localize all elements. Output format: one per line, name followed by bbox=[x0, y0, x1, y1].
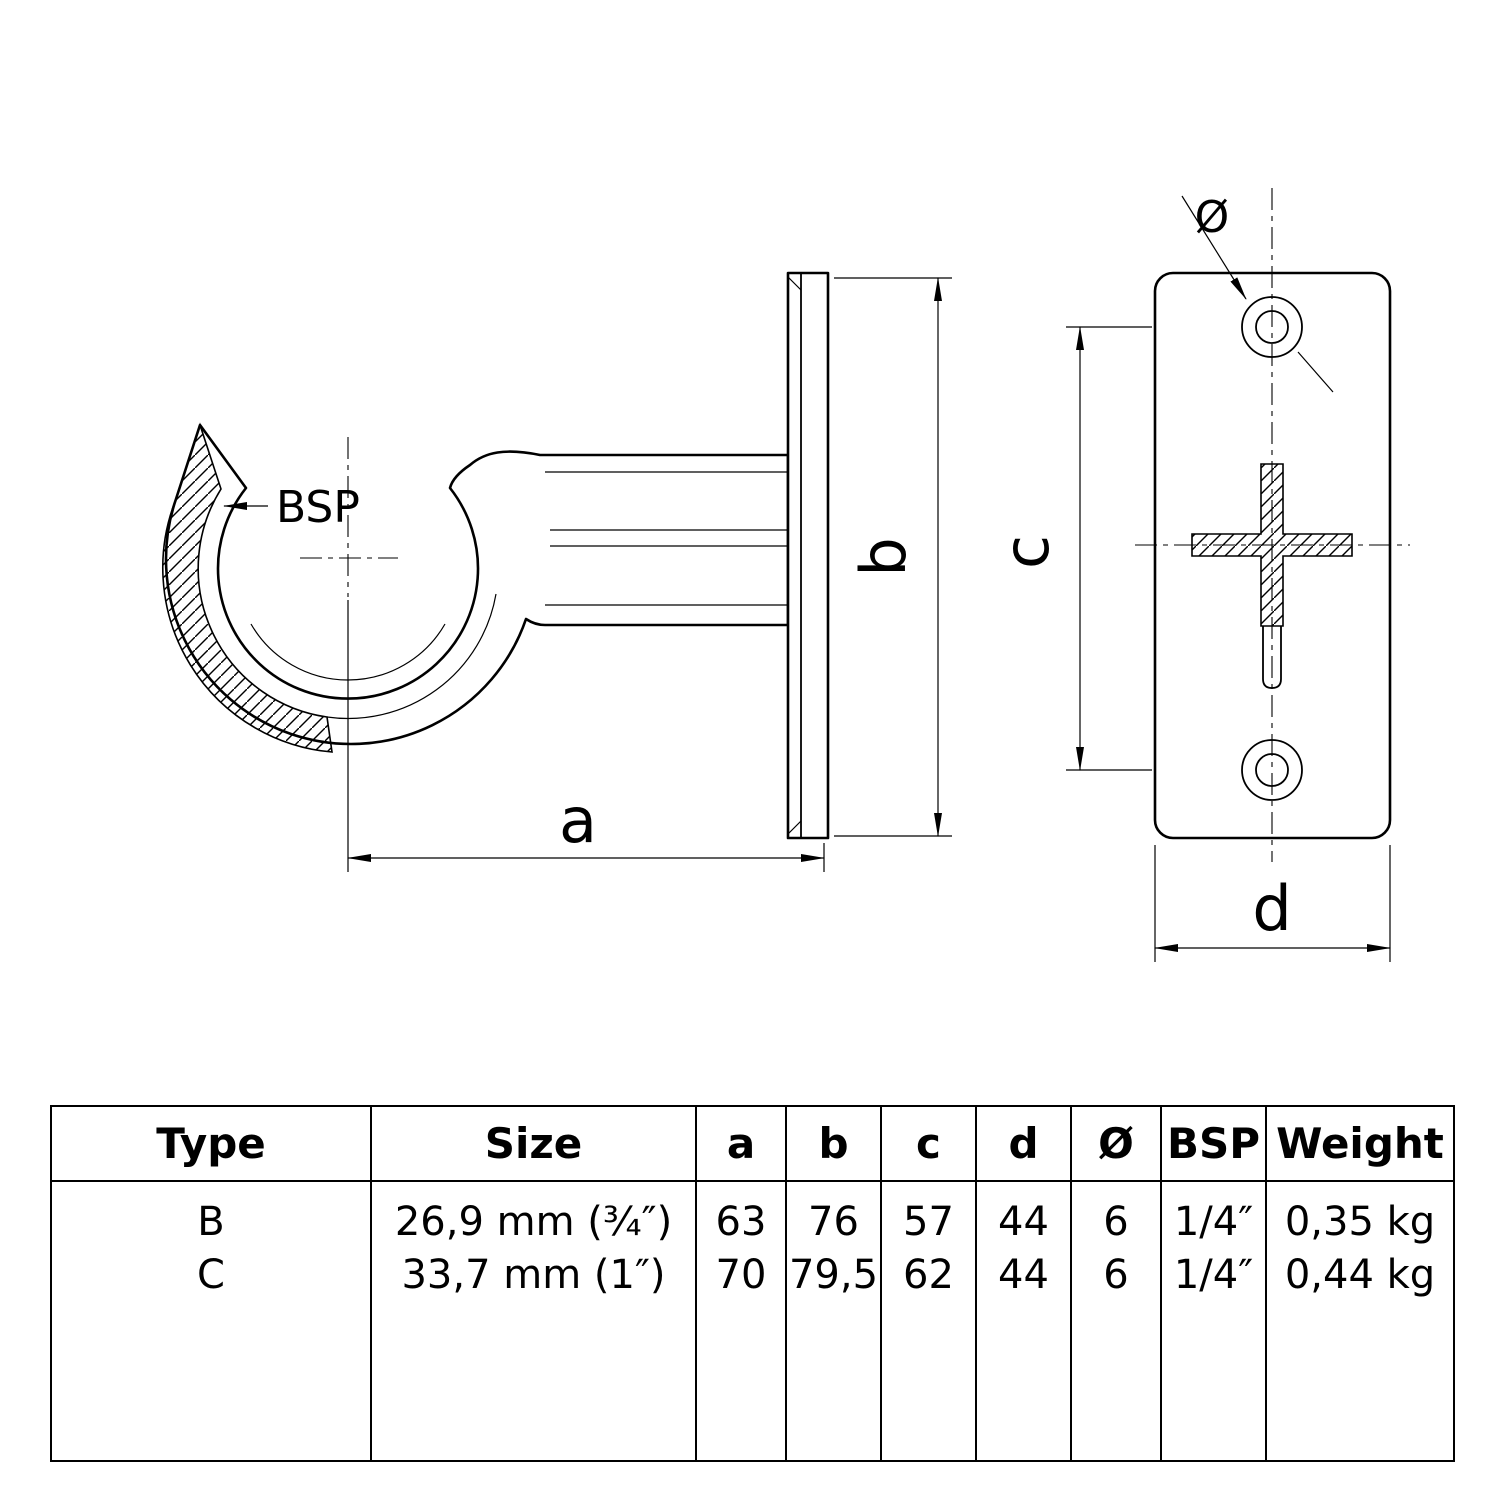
header-type: Type bbox=[52, 1107, 370, 1182]
cell-c-b: 57 bbox=[903, 1199, 954, 1245]
technical-drawing: BSP a b bbox=[162, 188, 1410, 962]
header-diameter: Ø bbox=[1072, 1107, 1160, 1182]
cell-c-c: 62 bbox=[903, 1252, 954, 1298]
cell-type-c: C bbox=[197, 1252, 225, 1298]
drawing-canvas: BSP a b bbox=[162, 188, 1410, 962]
diameter-label: Ø bbox=[1195, 192, 1230, 243]
header-d: d bbox=[977, 1107, 1070, 1182]
dimension-b: b bbox=[834, 277, 952, 837]
col-b: b 76 79,5 bbox=[787, 1107, 882, 1460]
col-size: Size 26,9 mm (¾″) 33,7 mm (1″) bbox=[372, 1107, 697, 1460]
bsp-label: BSP bbox=[276, 482, 360, 533]
col-diameter: Ø 6 6 bbox=[1072, 1107, 1162, 1460]
col-type: Type B C bbox=[52, 1107, 372, 1460]
spec-table: Type B C Size 26,9 mm (¾″) 33,7 mm (1″) … bbox=[50, 1105, 1455, 1462]
cell-d-c: 44 bbox=[998, 1252, 1049, 1298]
dim-label-c: c bbox=[990, 535, 1063, 569]
col-weight: Weight 0,35 kg 0,44 kg bbox=[1267, 1107, 1453, 1460]
side-view: BSP a b bbox=[162, 271, 952, 872]
front-view: Ø c d bbox=[990, 188, 1410, 962]
cell-b-c: 79,5 bbox=[788, 1252, 879, 1298]
header-b: b bbox=[787, 1107, 880, 1182]
col-d: d 44 44 bbox=[977, 1107, 1072, 1460]
col-a: a 63 70 bbox=[697, 1107, 787, 1460]
cell-size-c: 33,7 mm (1″) bbox=[401, 1252, 666, 1298]
header-size: Size bbox=[372, 1107, 695, 1182]
header-bsp: BSP bbox=[1162, 1107, 1265, 1182]
wall-plate-side bbox=[786, 271, 830, 840]
cell-a-c: 70 bbox=[715, 1252, 767, 1298]
cell-a-b: 63 bbox=[715, 1199, 767, 1245]
cell-weight-c: 0,44 kg bbox=[1284, 1252, 1436, 1298]
header-a: a bbox=[697, 1107, 785, 1182]
cell-d-b: 44 bbox=[998, 1199, 1049, 1245]
thread-hatch-band bbox=[162, 422, 333, 753]
cell-bsp-c: 1/4″ bbox=[1173, 1252, 1254, 1298]
dim-label-b: b bbox=[847, 537, 920, 576]
arm-web-lines bbox=[545, 471, 788, 606]
cell-weight-b: 0,35 kg bbox=[1284, 1199, 1436, 1245]
pipe-centerlines bbox=[300, 437, 398, 597]
hook-outline bbox=[164, 423, 790, 746]
rib-cross-section bbox=[1191, 463, 1353, 627]
dimension-d: d bbox=[1154, 845, 1391, 962]
col-c: c 57 62 bbox=[882, 1107, 977, 1460]
rib-lower-slot bbox=[1262, 626, 1282, 689]
cell-bsp-b: 1/4″ bbox=[1173, 1199, 1254, 1245]
cell-size-b: 26,9 mm (¾″) bbox=[394, 1199, 673, 1245]
cell-diameter-b: 6 bbox=[1103, 1199, 1129, 1245]
hook-inner-contour bbox=[326, 593, 497, 720]
screw-hole-bottom bbox=[1241, 739, 1303, 801]
cell-diameter-c: 6 bbox=[1103, 1252, 1129, 1298]
dimension-c: c bbox=[990, 326, 1152, 771]
screw-hole-top bbox=[1241, 296, 1303, 358]
cell-b-b: 76 bbox=[808, 1199, 859, 1245]
diameter-callout: Ø bbox=[1181, 192, 1334, 393]
bsp-callout: BSP bbox=[223, 482, 360, 533]
header-weight: Weight bbox=[1267, 1107, 1453, 1182]
cell-type-b: B bbox=[197, 1199, 225, 1245]
dimension-a: a bbox=[347, 600, 825, 872]
dim-label-d: d bbox=[1252, 872, 1291, 945]
header-c: c bbox=[882, 1107, 975, 1182]
col-bsp: BSP 1/4″ 1/4″ bbox=[1162, 1107, 1267, 1460]
dim-label-a: a bbox=[559, 784, 597, 857]
